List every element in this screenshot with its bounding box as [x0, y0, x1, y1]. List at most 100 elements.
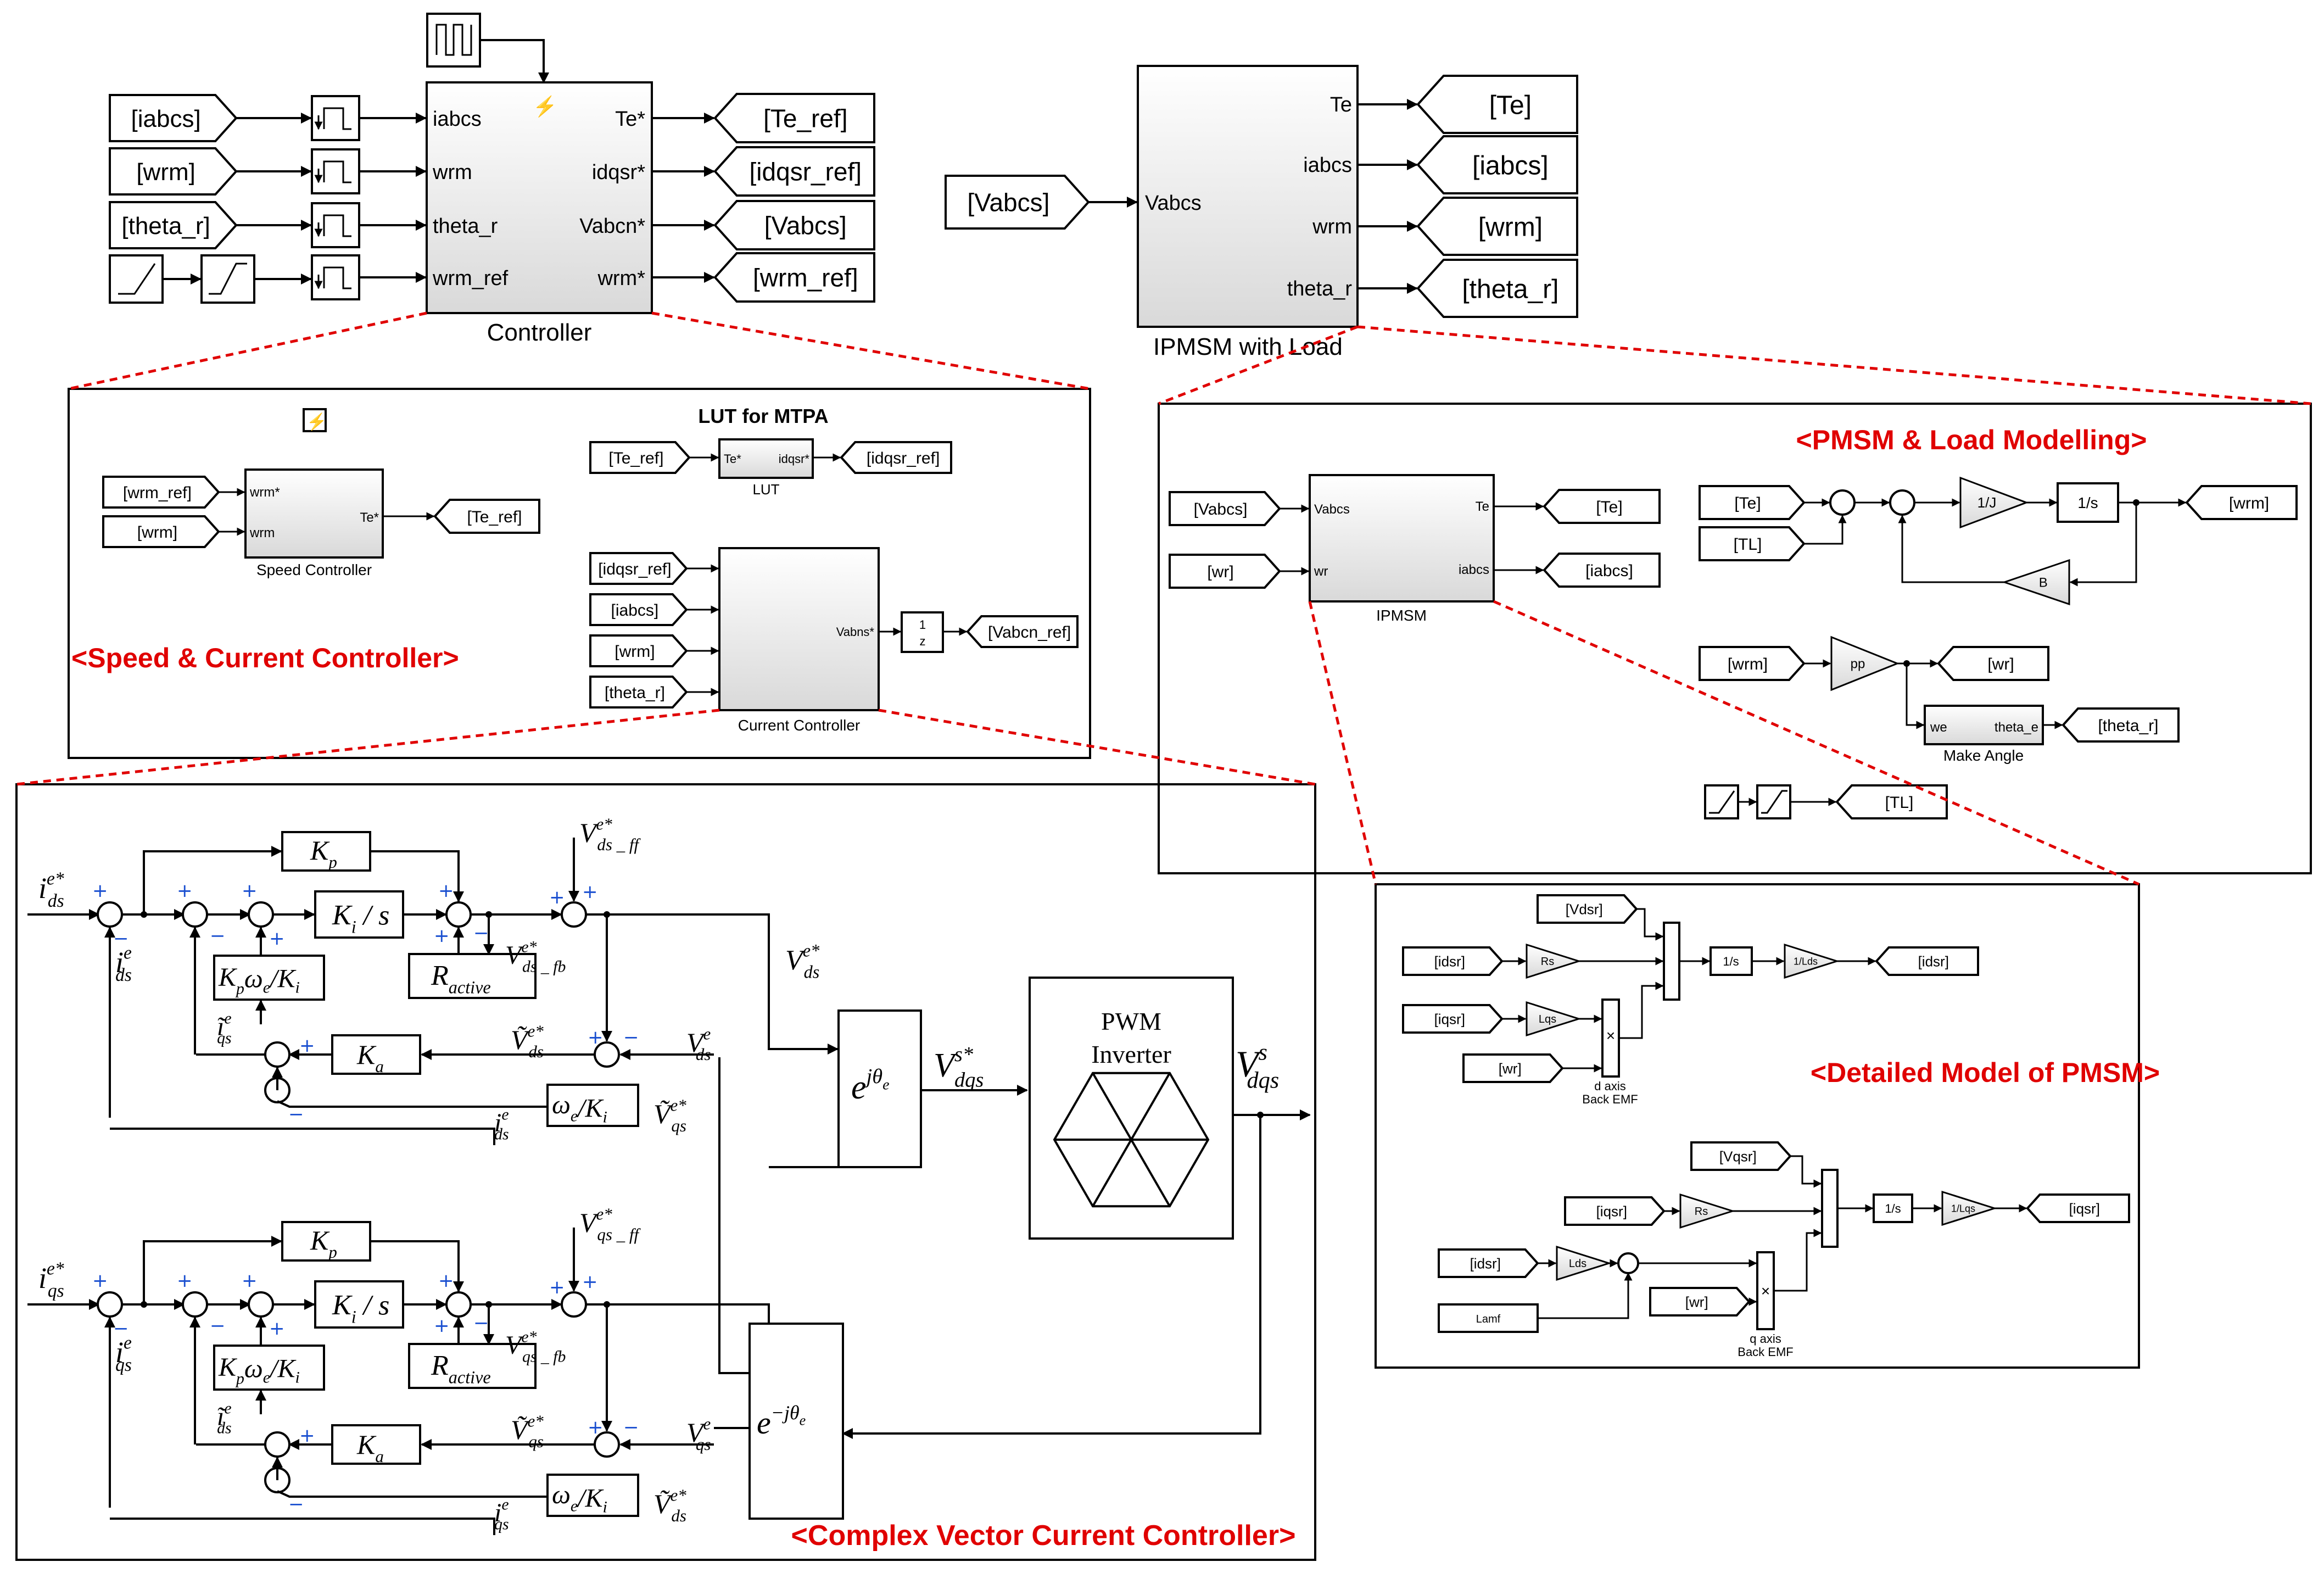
- sum-sign: −: [623, 1027, 639, 1048]
- vff-label-q: Ve*qs _ ff: [579, 1204, 641, 1245]
- cvcc-panel: [15, 783, 1316, 1561]
- sum-sign: +: [269, 1318, 285, 1340]
- pulse-wave: [435, 24, 472, 56]
- cross-block-d: [213, 955, 325, 1001]
- goto-tag-label: [idqsr_ref]: [867, 449, 940, 467]
- goto-tag-label: [idsr]: [1918, 953, 1949, 969]
- w: [1636, 908, 1664, 941]
- sum-sign: +: [588, 1416, 604, 1438]
- sum-ka-d: [264, 1041, 290, 1068]
- from-tag-shape: [102, 476, 220, 509]
- w: [1774, 1229, 1822, 1292]
- from-tag-label: [idqsr_ref]: [598, 560, 671, 578]
- from-tag-label: [Te]: [1734, 494, 1761, 512]
- from-tag-shape: [1537, 894, 1638, 924]
- controller-output-idqsr: idqsr*: [592, 161, 645, 184]
- from-tag-label: [idsr]: [1470, 1255, 1501, 1271]
- from-cc-idqsr_ref: [idqsr_ref]: [589, 552, 688, 585]
- controller-output-Te: Te*: [615, 108, 645, 131]
- gain-label: Lds: [1569, 1258, 1586, 1270]
- emjtheta-block: [748, 1323, 844, 1520]
- from-iabcs: [iabcs]: [109, 94, 238, 142]
- from-theta_r: [theta_r]: [109, 201, 238, 249]
- goto-tag-label: [theta_r]: [1462, 275, 1558, 304]
- sum-sign: +: [177, 880, 193, 902]
- zoom-right3: [1493, 600, 2140, 886]
- from-tag-label: [iabcs]: [611, 601, 659, 620]
- cross-label-q: Kpωe/Ki: [218, 1353, 300, 1387]
- vtilde-label-q: Ṽe*qs: [511, 1412, 544, 1452]
- from-iqsr-q: [iqsr]: [1564, 1196, 1666, 1226]
- lut-out: idqsr*: [779, 452, 810, 466]
- from-tag-label: [Vqsr]: [1719, 1148, 1757, 1164]
- from-tag-label: [iqsr]: [1596, 1203, 1627, 1219]
- zoom-left4: [16, 709, 720, 786]
- vtilde-label-d: Ṽe*ds: [511, 1022, 544, 1062]
- goto-plant-Te: [Te]: [1416, 75, 1578, 134]
- ramp-icon: [1709, 790, 1735, 814]
- from-tag-label: [wr]: [1685, 1293, 1708, 1310]
- goto-tag-shape: [1543, 553, 1661, 588]
- sum-ki-d: [248, 901, 274, 928]
- goto-iqsr: [iqsr]: [2026, 1193, 2130, 1223]
- goto-tag-shape: [713, 146, 875, 197]
- w: [277, 1490, 548, 1498]
- kp-block-q: [281, 1221, 371, 1262]
- ka-block-q: [331, 1424, 421, 1465]
- goto-tag-shape: [1543, 489, 1661, 524]
- from-tag-label: [theta_r]: [121, 213, 210, 239]
- controller-output-wrm: wrm*: [597, 267, 645, 290]
- goto-tl: [TL]: [1835, 784, 1948, 819]
- sum-sign: +: [269, 928, 285, 950]
- w: [1619, 981, 1664, 1039]
- w: [1906, 663, 1925, 729]
- gain-1-block: [901, 611, 944, 653]
- from-tag-label: [wr]: [1499, 1060, 1522, 1076]
- from-tag-shape: [102, 515, 220, 548]
- gain-label: Rs: [1541, 956, 1554, 968]
- cc-out: Vabns*: [836, 625, 875, 639]
- from-vqsr: [Vqsr]: [1690, 1141, 1792, 1171]
- speed-current-panel: [68, 388, 1091, 759]
- goto-tag-shape: [713, 93, 875, 143]
- w: [1538, 1272, 1633, 1319]
- w: [277, 1100, 548, 1108]
- sum-sign: +: [549, 1276, 565, 1298]
- from-wr-q: [wr]: [1649, 1287, 1751, 1317]
- goto-iabcs-pl: [iabcs]: [1543, 553, 1661, 588]
- controller-title: Controller: [487, 319, 592, 346]
- ipmsm-title: IPMSM: [1376, 607, 1427, 624]
- goto-tag-label: [Vabcs]: [764, 211, 847, 240]
- plant-title: IPMSM with Load: [1153, 333, 1343, 360]
- ractive-label-q: Ractive: [431, 1350, 491, 1387]
- sum-err-q: [97, 1291, 123, 1318]
- from-tag-shape: [589, 593, 688, 626]
- goto-te-pl: [Te]: [1543, 489, 1661, 524]
- we-ki-block-q: [546, 1474, 639, 1517]
- w: [143, 846, 282, 914]
- integ-d: [1710, 946, 1753, 976]
- sum-b: [1889, 489, 1915, 516]
- from-wrm: [wrm]: [109, 147, 238, 196]
- make-angle-out: theta_e: [1995, 720, 2038, 735]
- from-tag-shape: [1699, 526, 1806, 561]
- vout-label-d: Ve*ds: [785, 941, 820, 982]
- sum-sign: +: [582, 1271, 598, 1293]
- cross-block-q: [213, 1345, 325, 1391]
- gain-shape: [1526, 943, 1582, 979]
- current-controller-title: Current Controller: [738, 717, 861, 734]
- sum-sign: −: [113, 928, 129, 950]
- goto-Te_ref: [Te_ref]: [713, 93, 875, 143]
- goto-tag-label: [wrm]: [1478, 213, 1543, 242]
- zoh-icon: [323, 266, 351, 289]
- gain-label: B: [2039, 575, 2048, 590]
- ki-block-d: [314, 890, 404, 939]
- controller-input-wrm_ref: wrm_ref: [432, 267, 509, 290]
- from-tag-shape: [945, 175, 1090, 230]
- ejtheta-block: [837, 1009, 922, 1168]
- plant-input-vabcs: Vabcs: [1145, 192, 1202, 215]
- zoom-right4: [878, 709, 1316, 786]
- ka-block-d: [331, 1034, 421, 1075]
- vdqs-star-label: Vs*dqs: [934, 1043, 984, 1092]
